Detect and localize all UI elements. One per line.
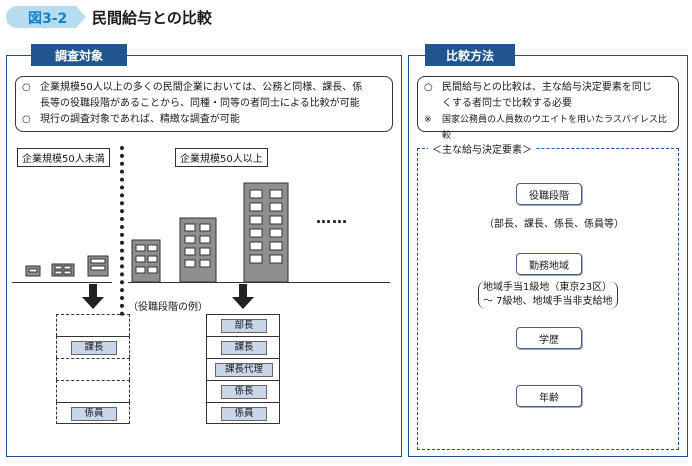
factor-education: 学歴 <box>516 327 582 349</box>
rank-cell-empty <box>56 380 130 402</box>
rank-cell: 課長 <box>206 336 280 358</box>
factor-position-level: 役職段階 <box>516 183 582 205</box>
survey-target-description: ○ 企業規模50人以上の多くの民間企業においては、公務と同様、課長、係 長等の役職… <box>15 76 393 132</box>
rank-cell-empty <box>56 314 130 336</box>
rank-cell: 部長 <box>206 314 280 336</box>
note-mark: ※ <box>424 115 432 125</box>
page-title: 民間給与との比較 <box>92 9 212 27</box>
survey-target-tab: 調査対象 <box>31 44 127 66</box>
comparison-method-panel: 比較方法 ○ 民間給与との比較は、主な給与決定要素を同じ くする者同士で比較する必… <box>408 44 688 457</box>
down-arrow-icon <box>232 297 254 309</box>
comparison-method-description: ○ 民間給与との比較は、主な給与決定要素を同じ くする者同士で比較する必要 ※ 国家… <box>417 76 679 141</box>
more-buildings-ellipsis: …… <box>316 209 348 227</box>
rank-cell: 課長代理 <box>206 358 280 380</box>
large-company-label: 企業規模50人以上 <box>175 148 268 167</box>
large-company-rank-column: 部長 課長 課長代理 係長 係員 <box>206 314 280 424</box>
rank-cell-empty <box>56 358 130 380</box>
rank-pill: 課長 <box>221 341 267 355</box>
small-building-icon <box>87 255 109 277</box>
bullet-mark <box>424 96 442 112</box>
comparison-method-tab: 比較方法 <box>425 44 515 66</box>
size-divider-line <box>120 146 124 316</box>
salary-factors-title: ＜主な給与決定要素＞ <box>428 141 536 156</box>
small-company-label: 企業規模50人未満 <box>17 148 110 167</box>
description-note: 国家公務員の人員数のウエイトを用いたラスパイレス比較 <box>442 115 667 141</box>
medium-building-icon <box>131 239 161 283</box>
bullet-mark: ○ <box>424 82 433 93</box>
description-line: 長等の役職段階があることから、同種・同等の者同士による比較が可能 <box>40 98 360 109</box>
tall-building-icon <box>179 217 217 283</box>
rank-pill: 係長 <box>221 385 267 399</box>
factor-region-note-line: ～ 7級地、地域手当非支給地 <box>483 296 613 307</box>
down-arrow-icon <box>82 297 104 309</box>
rank-pill: 係員 <box>71 407 117 421</box>
description-line: 民間給与との比較は、主な給与決定要素を同じ <box>442 82 652 93</box>
bullet-mark: ○ <box>22 82 31 93</box>
description-line: 現行の調査対象であれば、精緻な調査が可能 <box>40 114 240 125</box>
description-line: 企業規模50人以上の多くの民間企業においては、公務と同様、課長、係 <box>40 82 363 93</box>
tallest-building-icon <box>243 182 289 283</box>
arrow-shaft-small <box>89 284 97 298</box>
factor-region-note-line: 地域手当1級地（東京23区） <box>483 282 613 293</box>
rank-cell: 係長 <box>206 380 280 402</box>
rank-cell: 係員 <box>206 402 280 424</box>
small-building-icon <box>25 265 41 277</box>
small-building-icon <box>51 263 75 277</box>
arrow-shaft-large <box>239 284 247 298</box>
figure-number: 図3-2 <box>28 11 68 27</box>
figure-number-badge: 図3-2 <box>6 6 86 28</box>
small-company-rank-column: 課長 係員 <box>56 314 130 424</box>
rank-pill: 係員 <box>221 407 267 421</box>
bullet-mark: ○ <box>22 114 31 125</box>
factor-position-note: （部長、課長、係長、係員等） <box>484 219 624 230</box>
survey-target-panel: 調査対象 ○ 企業規模50人以上の多くの民間企業においては、公務と同様、課長、係 … <box>6 44 402 457</box>
factor-age: 年齢 <box>516 385 582 407</box>
factor-region-note: 地域手当1級地（東京23区） ～ 7級地、地域手当非支給地 <box>478 281 618 309</box>
rank-example-note: （役職段階の例） <box>128 302 208 313</box>
salary-factors-box: ＜主な給与決定要素＞ 役職段階 （部長、課長、係長、係員等） 勤務地域 地域手当… <box>417 141 679 450</box>
rank-pill: 課長代理 <box>215 363 273 377</box>
factor-work-region: 勤務地域 <box>516 253 582 275</box>
rank-cell: 課長 <box>56 336 130 358</box>
description-line: くする者同士で比較する必要 <box>442 98 572 109</box>
rank-pill: 部長 <box>221 319 267 333</box>
rank-pill: 課長 <box>71 341 117 355</box>
ground-line-small <box>12 282 112 283</box>
rank-cell: 係員 <box>56 402 130 424</box>
